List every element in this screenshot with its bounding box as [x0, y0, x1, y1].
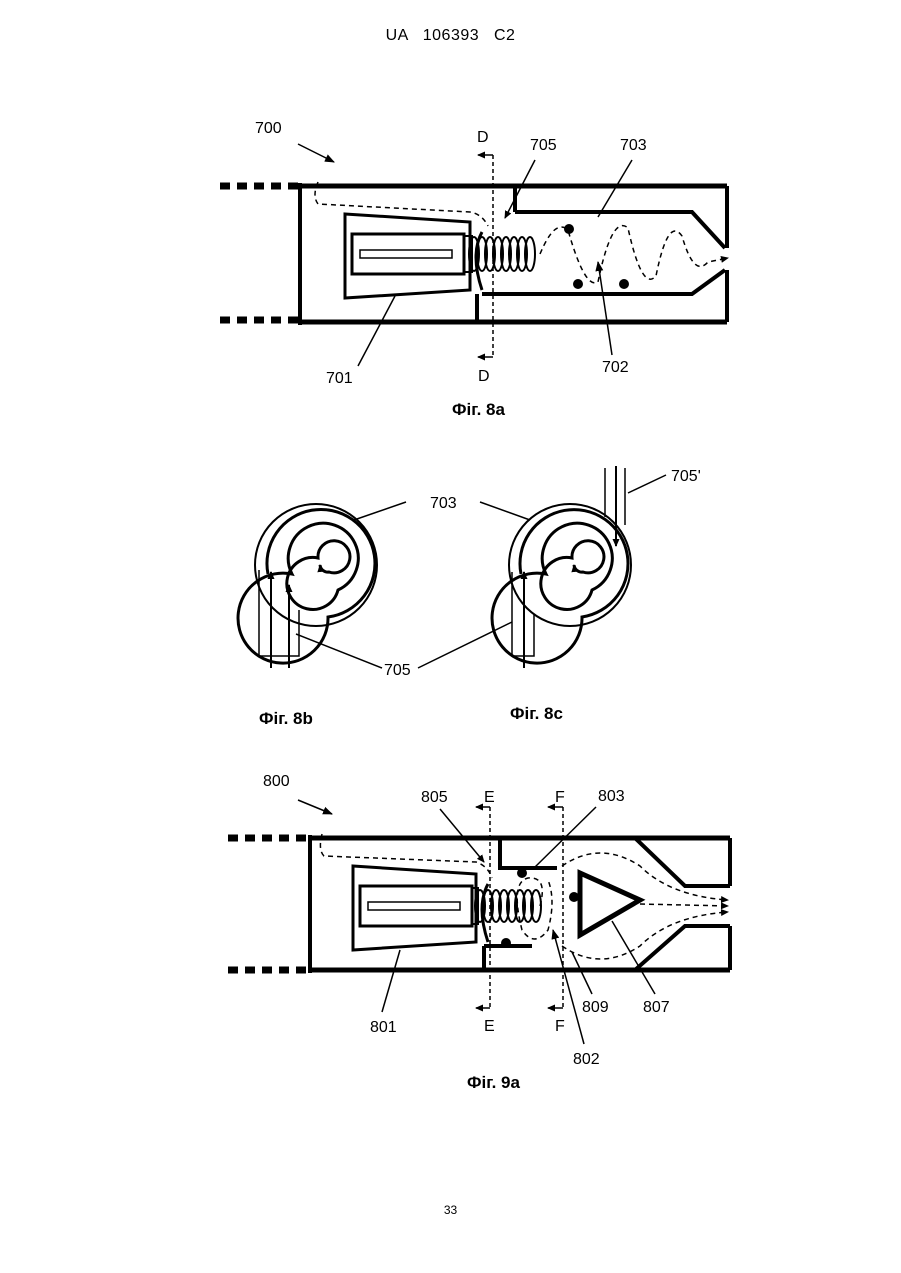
label-703-8bc: 703: [430, 495, 457, 512]
page-number: 33: [0, 1203, 901, 1217]
label-700: 700: [255, 120, 282, 137]
label-section-d-bottom: D: [478, 368, 490, 385]
fig8a-housing: [220, 183, 727, 325]
label-807: 807: [643, 999, 670, 1016]
figure-8a: 700 D 705 703 701 D 702 Фіг. 8а: [220, 120, 728, 419]
caption-fig8a: Фіг. 8а: [452, 400, 506, 419]
caption-fig9a: Фіг. 9а: [467, 1073, 521, 1092]
label-805: 805: [421, 789, 448, 806]
label-802: 802: [573, 1051, 600, 1068]
fig8a-particles: [564, 224, 629, 289]
caption-fig8b: Фіг. 8b: [259, 709, 313, 728]
label-section-f-top: F: [555, 789, 565, 806]
label-800: 800: [263, 773, 290, 790]
label-801: 801: [370, 1019, 397, 1036]
fig8a-spring: [469, 237, 535, 271]
label-809: 809: [582, 999, 609, 1016]
label-701: 701: [326, 370, 353, 387]
label-702: 702: [602, 359, 629, 376]
fig8a-flow-path: [315, 182, 728, 283]
label-section-d-top: D: [477, 129, 489, 146]
figure-9a: 800 805 E F 803 801 E F 809 807 802 Фіг.…: [228, 773, 730, 1092]
label-705-prime: 705': [671, 468, 701, 485]
figure-8c: Фіг. 8с: [492, 466, 631, 723]
fig9a-spring: [475, 890, 541, 922]
label-803: 803: [598, 788, 625, 805]
label-705: 705: [530, 137, 557, 154]
label-703: 703: [620, 137, 647, 154]
label-section-f-bottom: F: [555, 1018, 565, 1035]
label-section-e-top: E: [484, 789, 495, 806]
label-705-8bc: 705: [384, 662, 411, 679]
figure-8b: Фіг. 8b: [238, 504, 377, 728]
caption-fig8c: Фіг. 8с: [510, 704, 563, 723]
label-section-e-bottom: E: [484, 1018, 495, 1035]
